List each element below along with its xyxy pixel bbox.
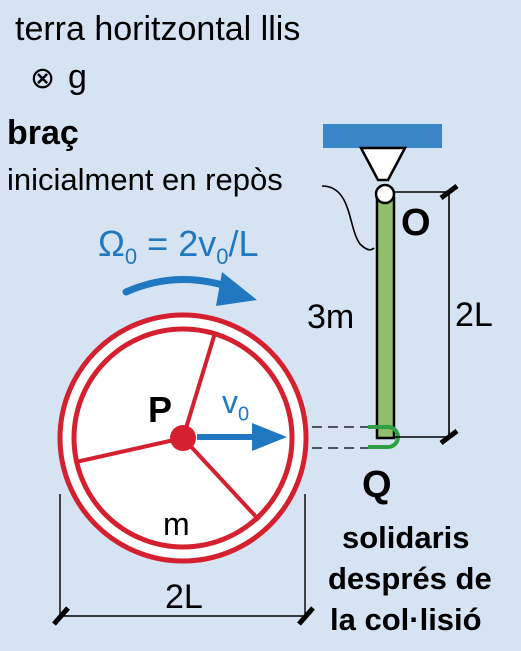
note-line-1: solidaris <box>342 520 470 555</box>
wheel-dim-tick-left <box>52 606 70 626</box>
pivot-label-o: O <box>401 202 431 244</box>
wheel-spoke-1 <box>181 332 217 439</box>
arm-length-label: 2L <box>455 296 493 334</box>
wheel-center-p <box>170 425 196 451</box>
arm-dim-tick-bottom <box>439 429 459 445</box>
rotation-arrowhead <box>216 272 257 306</box>
leader-line <box>321 185 375 251</box>
velocity-arrowhead <box>252 423 287 451</box>
wheel-dim-tick-right <box>297 606 315 626</box>
arm-mass-label: 3m <box>307 298 355 336</box>
wheel-spoke-2 <box>75 436 184 464</box>
gravity-label: g <box>68 58 87 96</box>
arm-rod <box>375 196 396 440</box>
gravity-icon: ⊗ <box>30 62 56 95</box>
pivot-joint <box>374 183 396 205</box>
wheel-mass-label: m <box>163 506 190 542</box>
note-line-2: després de <box>328 561 492 596</box>
center-label-p: P <box>148 389 173 430</box>
note-line-3: la col·lisió <box>330 602 482 637</box>
ceiling-bar <box>323 124 442 148</box>
arm-subtitle: inicialment en repòs <box>7 162 283 197</box>
header-text: terra horitzontal llis <box>15 10 301 48</box>
arm-dim-tick-top <box>439 184 459 200</box>
wheel-diameter-label: 2L <box>165 578 203 616</box>
wheel-spoke-3 <box>181 436 261 522</box>
pivot-bracket <box>358 146 408 182</box>
arm-title: braç <box>7 114 79 152</box>
end-label-q: Q <box>362 464 392 506</box>
velocity-label: v0 <box>222 384 250 426</box>
angular-velocity-label: Ω0 = 2v0/L <box>98 223 259 270</box>
